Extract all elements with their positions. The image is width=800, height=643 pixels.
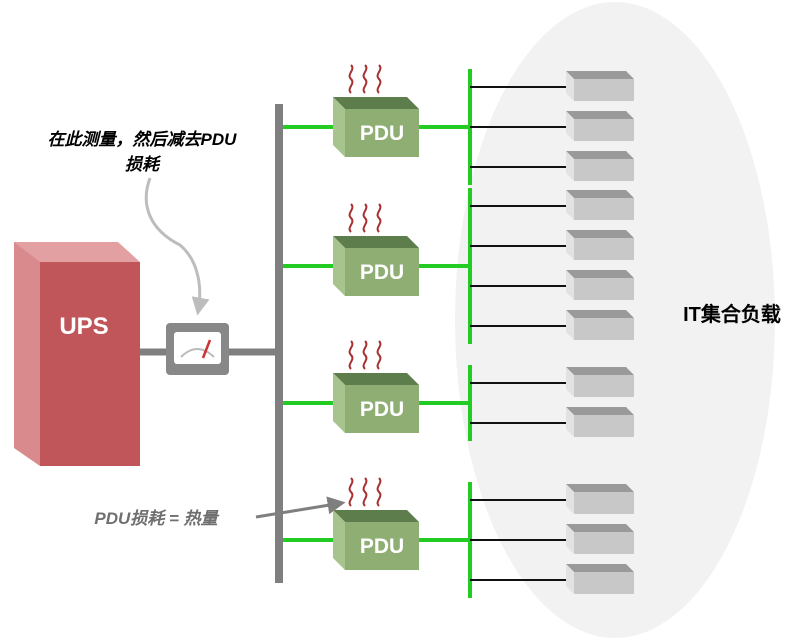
server-icon <box>566 190 634 220</box>
server-icon <box>566 270 634 300</box>
heat-note: PDU损耗 = 热量 <box>94 509 219 528</box>
pdu-row-1: PDU <box>283 64 634 185</box>
server-icon <box>566 71 634 101</box>
pdu-layer: PDU PDU PDU PDU <box>283 64 634 598</box>
pdu-label: PDU <box>360 398 404 421</box>
pdu-box: PDU <box>333 97 419 157</box>
server-icon <box>566 524 634 554</box>
server-icon <box>566 484 634 514</box>
pdu-box: PDU <box>333 236 419 296</box>
pdu-row-2: PDU <box>283 188 634 344</box>
heat-note-arrow <box>255 496 346 519</box>
meter-note-arrow <box>144 177 210 316</box>
server-icon <box>566 111 634 141</box>
server-icon <box>566 564 634 594</box>
heat-wave-icon <box>348 477 382 507</box>
meter-gauge-icon <box>166 323 229 375</box>
server-icon <box>566 367 634 397</box>
pdu-row-3: PDU <box>283 340 634 441</box>
heat-wave-icon <box>348 340 382 370</box>
heat-wave-icon <box>348 64 382 94</box>
meter-note-line2: 损耗 <box>125 155 162 174</box>
ups-label: UPS <box>59 313 108 340</box>
pdu-label: PDU <box>360 535 404 558</box>
server-icon <box>566 407 634 437</box>
pdu-box: PDU <box>333 510 419 570</box>
pdu-box: PDU <box>333 373 419 433</box>
ups-block: UPS <box>14 242 140 466</box>
meter-note-line1: 在此测量，然后减去PDU <box>48 130 238 149</box>
pdu-label: PDU <box>360 122 404 145</box>
heat-wave-icon <box>348 203 382 233</box>
server-icon <box>566 151 634 181</box>
it-load-label: IT集合负载 <box>683 302 781 326</box>
pdu-label: PDU <box>360 261 404 284</box>
server-icon <box>566 310 634 340</box>
pdu-row-4: PDU <box>283 477 634 598</box>
server-icon <box>566 230 634 260</box>
